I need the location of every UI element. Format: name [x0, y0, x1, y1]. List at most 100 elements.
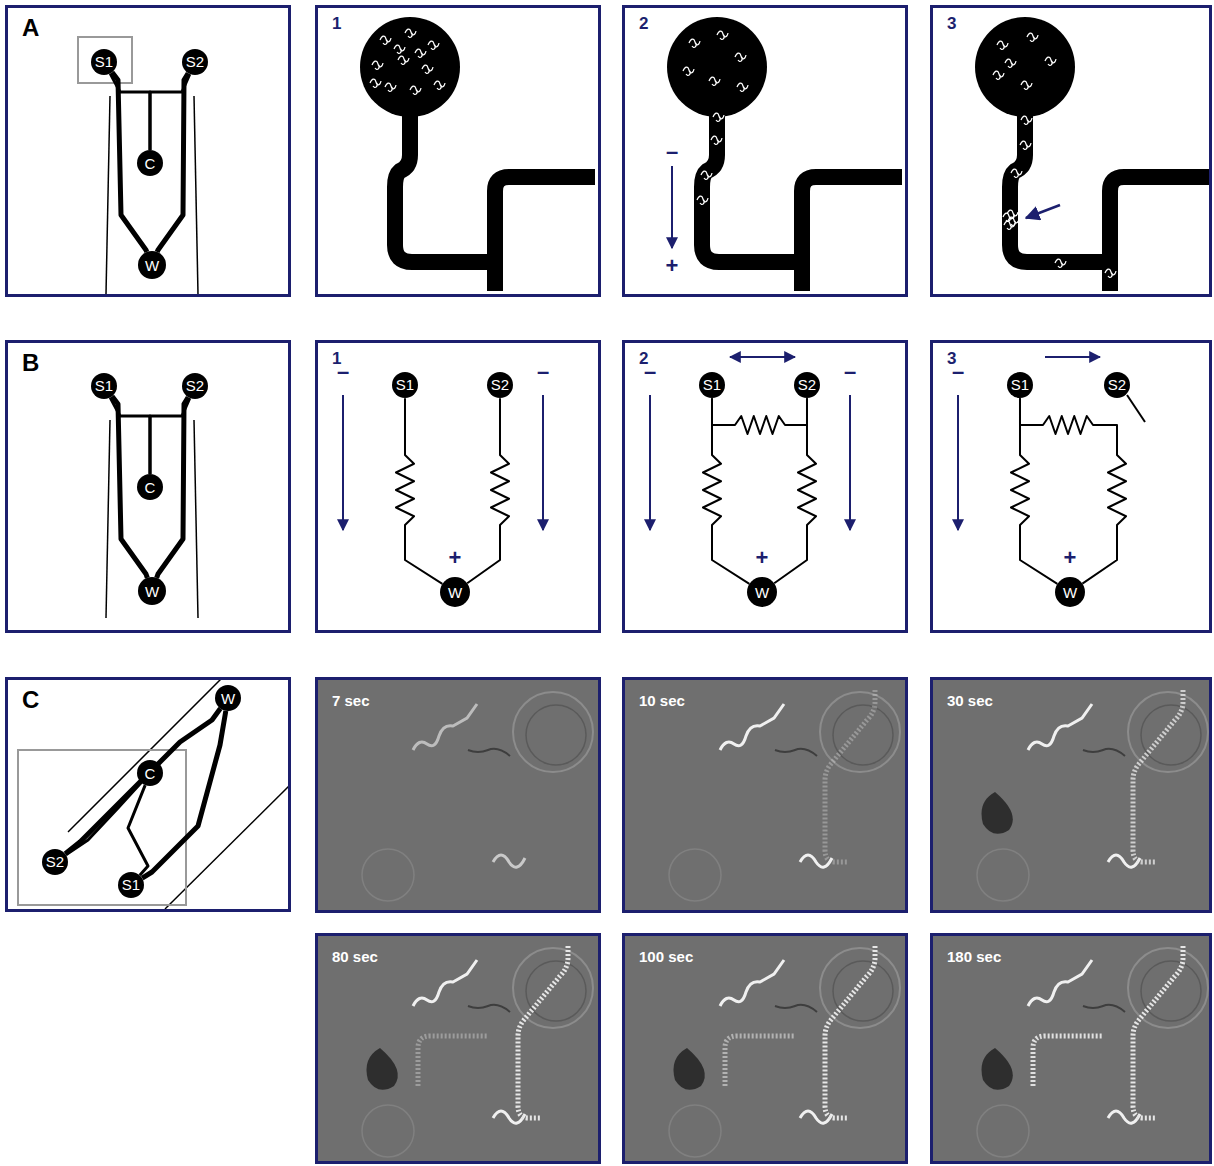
port-circle: W [1055, 577, 1085, 607]
channel-line [128, 785, 148, 875]
panel-number: 1 [332, 14, 341, 34]
port-label: C [145, 480, 156, 495]
micrograph [625, 936, 905, 1161]
micrograph [933, 936, 1209, 1161]
port-circle: S2 [182, 373, 208, 399]
panel-number: 3 [947, 14, 956, 34]
port-label: S1 [1011, 377, 1029, 392]
port-label: W [1063, 585, 1077, 600]
circuit-wire [1011, 398, 1057, 584]
port-circle: S1 [91, 373, 117, 399]
port-circle: W [215, 685, 241, 711]
open-switch [1127, 395, 1145, 422]
port-label: S1 [122, 877, 140, 892]
port-label: W [448, 585, 462, 600]
port-circle: S2 [182, 49, 208, 75]
channel-line [150, 398, 190, 474]
port-circle: C [137, 150, 163, 176]
port-label: S1 [703, 377, 721, 392]
circuit-wire [1020, 398, 1126, 583]
polarity-sign: + [1064, 547, 1077, 569]
polarity-sign: – [644, 361, 656, 383]
port-label: S2 [46, 854, 64, 869]
reservoir-illustration [975, 17, 1210, 291]
port-label: S2 [798, 377, 816, 392]
figure-panel: 2 [622, 5, 908, 297]
port-circle: S2 [42, 849, 68, 875]
panel-letter: C [22, 686, 39, 714]
micrograph [318, 680, 598, 910]
port-label: C [145, 766, 156, 781]
port-label: S2 [1108, 377, 1126, 392]
circuit-wire [703, 398, 749, 584]
channel-line [65, 709, 220, 854]
channel-line [142, 711, 226, 878]
figure-panel: 180 sec [930, 933, 1212, 1164]
port-circle: S2 [487, 372, 513, 398]
channel-line [110, 398, 150, 474]
port-circle: S2 [794, 372, 820, 398]
port-circle: S1 [699, 372, 725, 398]
polarity-sign: + [756, 547, 769, 569]
channel-line [150, 74, 190, 150]
time-stamp: 30 sec [947, 692, 993, 709]
circuit-wire [467, 398, 509, 583]
circuit-wire [396, 398, 442, 584]
port-circle: S1 [392, 372, 418, 398]
time-stamp: 100 sec [639, 948, 693, 965]
figure-panel: B S1 S2C W [5, 340, 291, 633]
port-label: S2 [491, 377, 509, 392]
port-label: W [755, 585, 769, 600]
port-label: C [145, 156, 156, 171]
figure-panel: 30 sec [930, 677, 1212, 913]
port-circle: W [747, 577, 777, 607]
micrograph [318, 936, 598, 1161]
micrograph [933, 680, 1209, 910]
polarity-sign: – [337, 361, 349, 383]
figure-panel: 10 sec [622, 677, 908, 913]
port-label: W [221, 691, 235, 706]
figure-panel: C W C S2S1 [5, 677, 291, 912]
polarity-sign: – [666, 141, 678, 163]
chip-schematic [78, 37, 198, 294]
polarity-sign: – [537, 361, 549, 383]
panel-letter: B [22, 349, 39, 377]
time-stamp: 10 sec [639, 692, 685, 709]
port-label: S1 [95, 54, 113, 69]
port-label: S2 [186, 54, 204, 69]
circuit-wire [712, 398, 807, 434]
port-circle: W [138, 251, 166, 279]
port-label: W [145, 584, 159, 599]
chip-schematic [18, 679, 289, 909]
port-circle: S2 [1104, 372, 1130, 398]
channel-line [66, 783, 141, 855]
figure-panel: 100 sec [622, 933, 908, 1164]
figure-panel: 3 [930, 5, 1212, 297]
figure-panel: 80 sec [315, 933, 601, 1164]
figure-panel: 7 sec [315, 677, 601, 913]
port-circle: C [137, 760, 163, 786]
time-stamp: 80 sec [332, 948, 378, 965]
channel-line [110, 74, 150, 150]
current-arrows [343, 357, 1100, 530]
port-circle: S1 [118, 872, 144, 898]
port-circle: W [440, 577, 470, 607]
panel-letter: A [22, 14, 39, 42]
port-label: S2 [186, 378, 204, 393]
time-stamp: 180 sec [947, 948, 1001, 965]
polarity-sign: – [952, 361, 964, 383]
polarity-sign: + [449, 547, 462, 569]
reservoir-illustration [667, 17, 902, 291]
port-circle: S1 [91, 49, 117, 75]
port-circle: W [138, 577, 166, 605]
reservoir-illustration [360, 17, 595, 291]
port-circle: S1 [1007, 372, 1033, 398]
port-label: S1 [95, 378, 113, 393]
polarity-sign: – [844, 361, 856, 383]
figure-panel: A S1 S2C W [5, 5, 291, 297]
port-label: S1 [396, 377, 414, 392]
port-label: W [145, 258, 159, 273]
micrograph [625, 680, 905, 910]
